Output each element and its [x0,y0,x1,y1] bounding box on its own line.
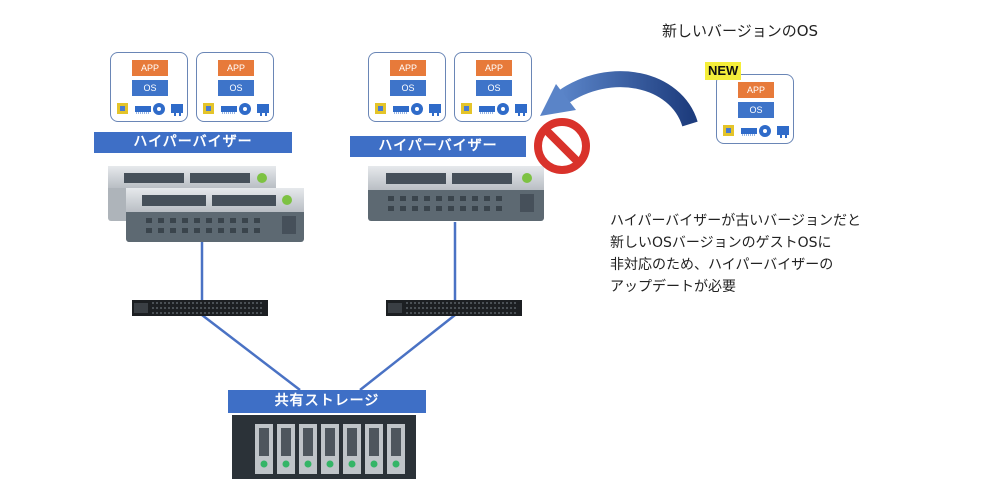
hardware-icons [117,103,183,116]
memory-icon [393,106,409,114]
hardware-icons [723,125,789,138]
right-server [368,166,544,221]
vm-left-2: APP OS [196,52,274,122]
memory-icon [135,106,151,114]
hardware-icons [375,103,441,116]
memory-icon [221,106,237,114]
note-line: ハイパーバイザーが古いバージョンだと [610,213,862,229]
right-network-switch [386,300,522,316]
explanation-note: ハイパーバイザーが古いバージョンだと 新しいOSバージョンのゲストOSに 非対応… [610,210,861,298]
os-label: OS [476,80,512,96]
os-label: OS [132,80,168,96]
link-left-switch-storage [201,314,301,391]
app-label: APP [738,82,774,98]
note-line: アップデートが必要 [610,279,736,295]
new-os-title: 新しいバージョンのOS [662,22,819,40]
app-label: APP [476,60,512,76]
left-server-front [126,188,304,242]
storage-array [232,415,416,479]
os-label: OS [218,80,254,96]
hardware-icons [461,103,527,116]
disk-icon [497,103,509,115]
note-line: 新しいOSバージョンのゲストOSに [610,235,832,251]
new-badge: NEW [705,62,742,80]
disk-icon [411,103,423,115]
cpu-icon [203,103,214,114]
hardware-icons [203,103,269,116]
vm-new: APP OS [716,74,794,144]
cpu-icon [723,125,734,136]
link-right-switch-storage [359,314,456,391]
app-label: APP [132,60,168,76]
cpu-icon [461,103,472,114]
left-network-switch [132,300,268,316]
app-label: APP [390,60,426,76]
cpu-icon [117,103,128,114]
disk-icon [239,103,251,115]
memory-icon [741,128,757,136]
note-line: 非対応のため、ハイパーバイザーの [610,257,834,273]
nic-icon [257,104,269,116]
vm-right-1: APP OS [368,52,446,122]
nic-icon [777,126,789,138]
disk-icon [153,103,165,115]
disk-icon [759,125,771,137]
cpu-icon [375,103,386,114]
os-label: OS [390,80,426,96]
curved-arrow-icon [540,71,698,127]
vm-left-1: APP OS [110,52,188,122]
hypervisor-label-right: ハイパーバイザー [350,136,526,157]
os-label: OS [738,102,774,118]
shared-storage-label: 共有ストレージ [228,390,426,413]
vm-right-2: APP OS [454,52,532,122]
nic-icon [515,104,527,116]
hypervisor-label-left: ハイパーバイザー [94,132,292,153]
nic-icon [171,104,183,116]
nic-icon [429,104,441,116]
memory-icon [479,106,495,114]
app-label: APP [218,60,254,76]
prohibited-icon [534,118,590,174]
connection-lines [200,222,457,391]
